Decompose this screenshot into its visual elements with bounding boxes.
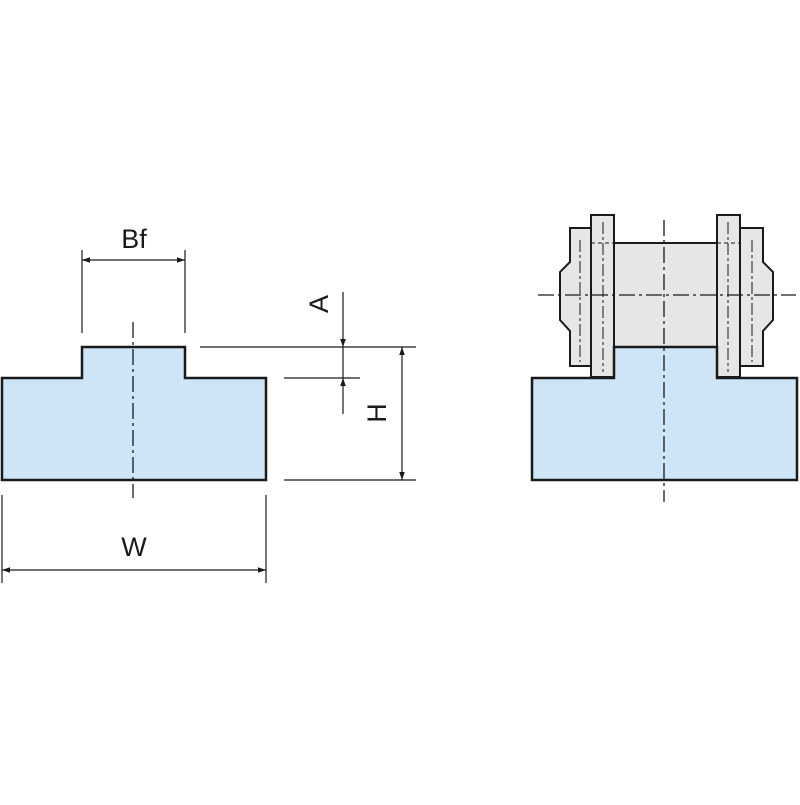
left-profile-view xyxy=(0,322,268,498)
guide-profile-left xyxy=(0,345,268,482)
right-profile-view xyxy=(530,214,799,502)
bf-label: Bf xyxy=(121,224,147,254)
w-label: W xyxy=(121,532,147,562)
h-label: H xyxy=(362,403,392,423)
a-label: A xyxy=(304,295,334,313)
chain-outer-plate-left xyxy=(559,227,592,367)
chain xyxy=(559,214,774,378)
w-dimension: W xyxy=(1,495,267,583)
height-dimensions: H A xyxy=(200,292,416,481)
chain-outer-plate-right xyxy=(739,227,774,367)
bf-dimension: Bf xyxy=(81,224,186,333)
